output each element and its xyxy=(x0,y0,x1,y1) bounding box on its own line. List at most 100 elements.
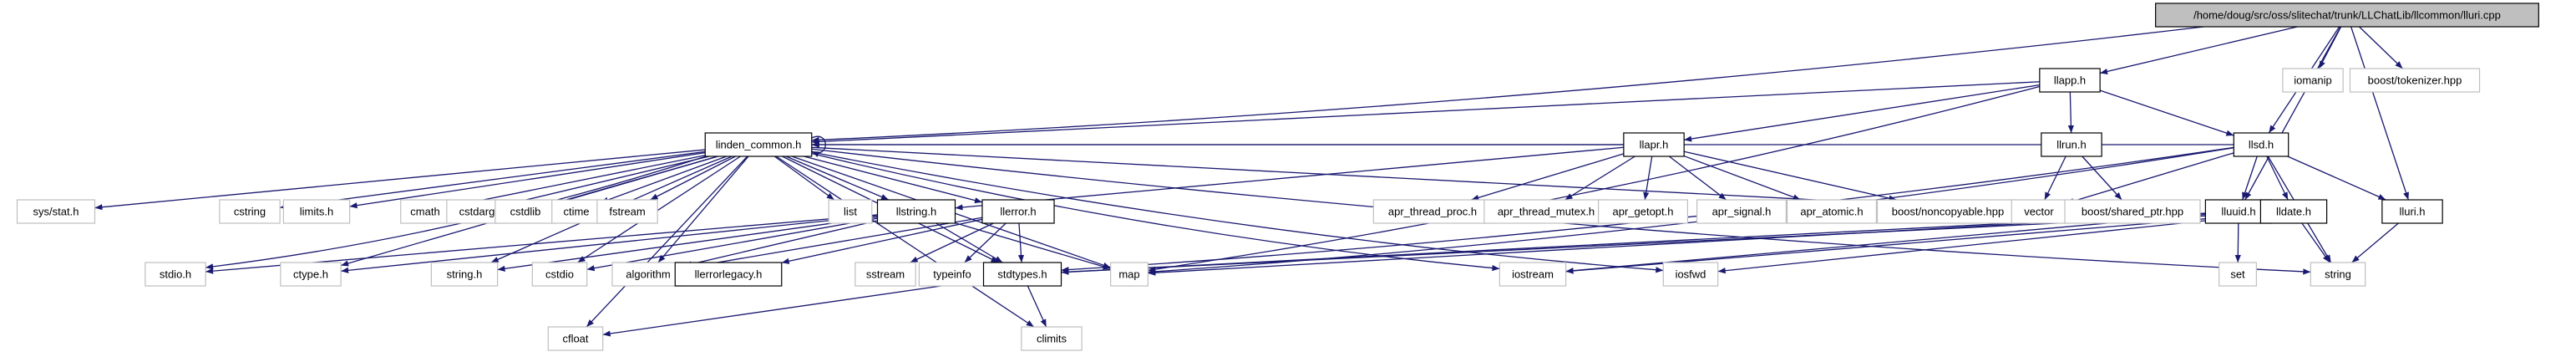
edge-llstring-h-to-cstdio xyxy=(586,217,878,272)
node-box xyxy=(1623,132,1685,157)
node-label: fstream xyxy=(609,206,645,218)
graph-node-cstdlib: cstdlib xyxy=(494,199,556,224)
edge-linden-common-h-to-cstdarg xyxy=(506,156,710,206)
node-box xyxy=(2381,199,2443,224)
edge-lldate-h-to-string xyxy=(2301,222,2330,263)
node-box xyxy=(1021,326,1083,351)
node-box xyxy=(611,262,685,287)
edge-llerror-h-to-llerrorlegacy-h xyxy=(781,218,983,264)
edge-llsd-h-to-lldate-h xyxy=(2266,156,2289,201)
graph-node-linden-common-h[interactable]: linden_common.h xyxy=(704,132,813,157)
node-label: sstream xyxy=(866,268,905,281)
graph-node-limits-h: limits.h xyxy=(282,199,351,224)
edge-lluri-h-to-string xyxy=(2351,222,2399,263)
node-label: iomanip xyxy=(2294,74,2332,87)
node-box xyxy=(1483,199,1609,224)
edge-linden-common-h-to-cstdio xyxy=(577,156,741,263)
node-label: llrun.h xyxy=(2056,139,2086,151)
node-label: cstdarg xyxy=(459,206,495,218)
graph-node-apr-signal-h: apr_signal.h xyxy=(1696,199,1787,224)
node-box xyxy=(1110,262,1149,287)
node-box xyxy=(1372,199,1493,224)
node-box xyxy=(596,199,658,224)
edge-linden-common-h-to-algorithm xyxy=(657,156,749,263)
graph-node-llrun-h[interactable]: llrun.h xyxy=(2041,132,2102,157)
graph-node-boost-noncopyable: boost/noncopyable.hpp xyxy=(1876,199,2020,224)
graph-node-root[interactable]: /home/doug/src/oss/slitechat/trunk/LLCha… xyxy=(2155,3,2539,28)
node-box xyxy=(2349,68,2481,93)
edge-llstring-h-to-stdtypes-h xyxy=(936,222,1003,263)
graph-node-climits: climits xyxy=(1021,326,1083,351)
node-box xyxy=(704,132,813,157)
graph-node-llapr-h[interactable]: llapr.h xyxy=(1623,132,1685,157)
graph-node-set: set xyxy=(2219,262,2257,287)
node-label: ctype.h xyxy=(293,268,328,281)
graph-node-cfloat: cfloat xyxy=(547,326,604,351)
edge-llstring-h-to-algorithm xyxy=(683,220,878,268)
edge-stdtypes-h-to-climits xyxy=(1027,285,1047,328)
edge-llapr-h-to-apr-getopt-h xyxy=(1643,156,1653,201)
node-box xyxy=(16,199,96,224)
edge-llapr-h-to-boost-noncopyable xyxy=(1684,150,1897,201)
node-box xyxy=(1696,199,1787,224)
node-label: typeinfo xyxy=(933,268,971,281)
graph-node-llsd-h[interactable]: llsd.h xyxy=(2233,132,2289,157)
edge-root-to-iomanip xyxy=(2318,26,2342,69)
edge-llapp-h-to-llapr-h xyxy=(1684,84,2040,142)
edge-llapr-h-to-apr-atomic-h xyxy=(1683,155,1801,201)
node-box xyxy=(2219,262,2257,287)
graph-node-llapp-h[interactable]: llapp.h xyxy=(2039,68,2101,93)
edge-root-to-lluuid-h xyxy=(2244,26,2341,201)
edge-llerror-h-to-sstream xyxy=(910,222,994,263)
edge-lluuid-h-to-set xyxy=(2234,222,2241,263)
graph-node-fstream: fstream xyxy=(596,199,658,224)
node-label: llapp.h xyxy=(2054,74,2086,87)
graph-node-llerrorlegacy-h[interactable]: llerrorlegacy.h xyxy=(674,262,783,287)
node-box xyxy=(494,199,556,224)
graph-node-cstdio: cstdio xyxy=(531,262,588,287)
edge-linden-common-h-to-fstream xyxy=(650,156,736,201)
graph-node-typeinfo: typeinfo xyxy=(918,262,986,287)
edge-stdtypes-h-to-cfloat xyxy=(602,279,984,337)
graph-node-apr-thread-mutex-h: apr_thread_mutex.h xyxy=(1483,199,1609,224)
node-label: /home/doug/src/oss/slitechat/trunk/LLCha… xyxy=(2193,9,2501,22)
node-label: cmath xyxy=(410,206,439,218)
edge-linden-common-h-to-cfloat xyxy=(586,156,748,328)
node-label: vector xyxy=(2024,206,2054,218)
node-box xyxy=(674,262,783,287)
node-box xyxy=(280,262,342,287)
node-box xyxy=(2282,68,2344,93)
graph-node-algorithm: algorithm xyxy=(611,262,685,287)
edge-llsd-h-to-lluuid-h xyxy=(2242,156,2258,201)
node-label: list xyxy=(844,206,857,218)
graph-node-llerror-h[interactable]: llerror.h xyxy=(981,199,1055,224)
node-label: llerror.h xyxy=(1000,206,1036,218)
graph-node-cstring: cstring xyxy=(219,199,281,224)
graph-node-boost-shared-ptr: boost/shared_ptr.hpp xyxy=(2064,199,2201,224)
node-box xyxy=(2310,262,2366,287)
edge-linden-common-h-to-list xyxy=(773,156,835,201)
node-label: algorithm xyxy=(626,268,670,281)
edge-linden-common-h-to-llerror-h xyxy=(804,156,983,204)
node-box xyxy=(1662,262,1719,287)
graph-node-iostream: iostream xyxy=(1498,262,1567,287)
graph-node-sys-stat-h: sys/stat.h xyxy=(16,199,96,224)
node-box xyxy=(1498,262,1567,287)
graph-node-stdtypes-h[interactable]: stdtypes.h xyxy=(982,262,1062,287)
node-label: llsd.h xyxy=(2249,139,2274,151)
edge-root-to-llapp-h xyxy=(2100,26,2298,74)
node-box xyxy=(551,199,601,224)
edge-llerror-h-to-typeinfo xyxy=(964,222,1007,263)
graph-node-llstring-h[interactable]: llstring.h xyxy=(876,199,956,224)
node-label: llstring.h xyxy=(896,206,936,218)
edge-llapp-h-to-linden-common-h xyxy=(811,81,2040,145)
nodes-layer: /home/doug/src/oss/slitechat/trunk/LLCha… xyxy=(16,3,2539,351)
graph-node-lldate-h[interactable]: lldate.h xyxy=(2259,199,2328,224)
graph-node-lluri-h[interactable]: lluri.h xyxy=(2381,199,2443,224)
edge-llrun-h-to-boost-shared-ptr xyxy=(2082,156,2122,201)
node-label: set xyxy=(2230,268,2245,281)
node-label: cstring xyxy=(234,206,266,218)
edge-linden-common-h-to-cmath xyxy=(449,155,706,208)
node-label: apr_thread_proc.h xyxy=(1388,206,1477,218)
